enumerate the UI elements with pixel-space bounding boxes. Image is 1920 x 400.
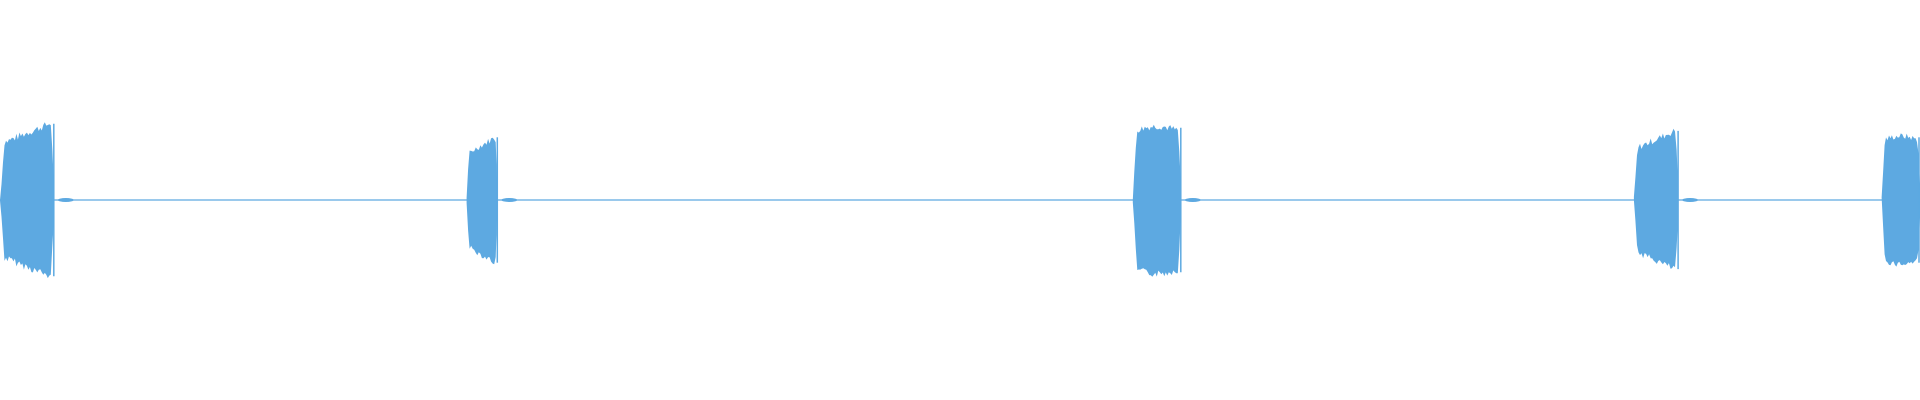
waveform-burst <box>1633 128 1679 269</box>
waveform-bursts <box>0 122 1920 279</box>
waveform-burst <box>0 122 54 279</box>
waveform-echo-blip <box>57 198 74 202</box>
waveform-burst <box>466 137 498 265</box>
waveform-echo-blip <box>1184 198 1201 202</box>
waveform-burst <box>1132 124 1181 277</box>
waveform-burst <box>1881 133 1920 267</box>
waveform-echo-blip <box>501 198 518 202</box>
waveform-echo-blip <box>1682 198 1699 202</box>
